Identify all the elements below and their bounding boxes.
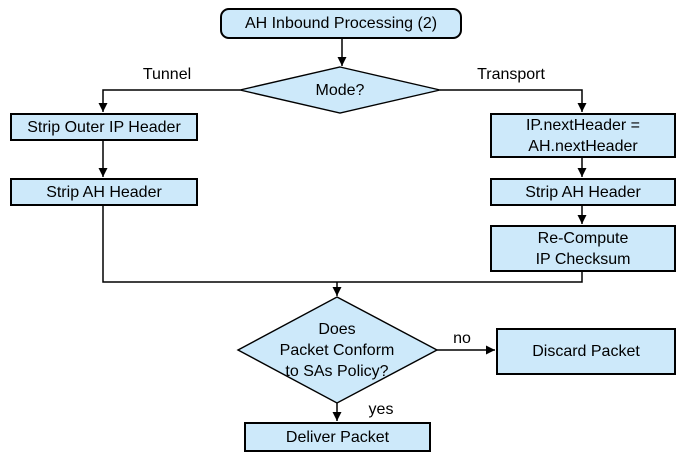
mode-decision-label: Mode?: [315, 82, 365, 99]
edge-label-tunnel: Tunnel: [142, 66, 192, 83]
edge-mode-tunnel: [98, 89, 240, 112]
edge-label-yes: yes: [368, 401, 394, 418]
policy-decision-diamond: [236, 296, 439, 404]
node-strip-ah-header-tunnel-label: Strip AH Header: [46, 183, 162, 201]
node-discard-packet-label: Discard Packet: [532, 343, 640, 360]
node-discard-packet: Discard Packet: [496, 328, 676, 375]
node-strip-outer-ip-header-label: Strip Outer IP Header: [27, 118, 181, 136]
policy-decision-label: Does Packet Conform to SAs Policy?: [247, 319, 427, 382]
node-strip-ah-header-transport: Strip AH Header: [490, 178, 676, 206]
mode-decision-diamond: [239, 66, 441, 114]
policy-decision-line3: to SAs Policy?: [285, 363, 389, 380]
policy-decision-line2: Packet Conform: [279, 342, 395, 359]
node-ip-next-header-line1: IP.nextHeader =: [525, 116, 640, 134]
node-ip-next-header-line2: AH.nextHeader: [528, 137, 638, 155]
node-deliver-packet-label: Deliver Packet: [285, 428, 390, 446]
node-recompute-checksum-line2: IP Checksum: [535, 250, 631, 268]
edge-mode-transport: [440, 89, 587, 112]
node-recompute-checksum-line1: Re-Compute: [537, 229, 629, 247]
node-recompute-checksum: Re-Compute IP Checksum: [490, 225, 676, 272]
node-deliver-packet: Deliver Packet: [244, 422, 431, 452]
policy-decision-line1: Does: [318, 321, 356, 338]
node-strip-ah-header-tunnel: Strip AH Header: [10, 178, 198, 206]
node-strip-outer-ip-header: Strip Outer IP Header: [10, 113, 198, 141]
node-start-label: AH Inbound Processing (2): [244, 15, 438, 32]
node-strip-ah-header-transport-label: Strip AH Header: [525, 183, 641, 201]
edge-label-transport: Transport: [477, 66, 545, 83]
node-start: AH Inbound Processing (2): [220, 8, 462, 39]
node-ip-next-header: IP.nextHeader = AH.nextHeader: [490, 113, 676, 158]
edge-label-no: no: [453, 330, 471, 347]
edge-converge: [102, 206, 583, 283]
